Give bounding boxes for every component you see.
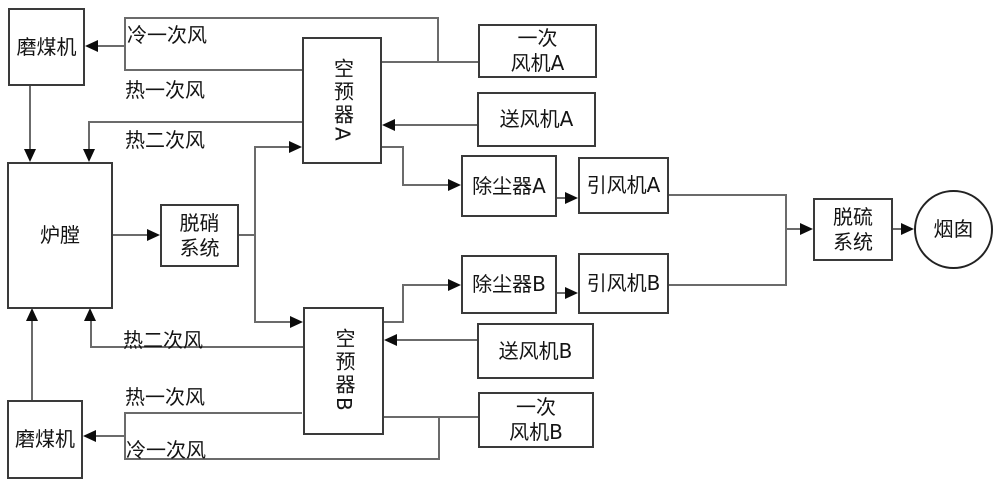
line-to-fgd bbox=[785, 228, 802, 230]
node-forced-draft-fan-a: 送风机A bbox=[477, 92, 596, 147]
node-primary-air-fan-b-label-line1: 一次 bbox=[516, 395, 556, 419]
line-cold-primary-b-drop bbox=[438, 416, 440, 460]
arrowhead-into-mill-top bbox=[85, 40, 98, 52]
line-paf-b-to-aph-b bbox=[383, 416, 478, 418]
arrowhead-into-esp-b bbox=[448, 279, 461, 291]
arrowhead-into-aph-a bbox=[289, 141, 302, 153]
arrowhead-into-fgd bbox=[800, 223, 813, 235]
node-primary-air-fan-a: 一次 风机A bbox=[478, 24, 597, 78]
line-collector bbox=[785, 194, 787, 286]
line-fgd-to-stack bbox=[891, 228, 903, 230]
arrowhead-into-aph-b bbox=[290, 316, 303, 328]
arrowhead-furnace-top-left bbox=[24, 149, 36, 162]
arrowhead-furnace-top-right bbox=[83, 149, 95, 162]
arrowhead-furnace-bottom-right bbox=[84, 308, 96, 321]
arrowhead-furnace-bottom-left bbox=[26, 308, 38, 321]
line-hot-secondary-a bbox=[88, 121, 302, 123]
node-induced-draft-fan-a: 引风机A bbox=[578, 157, 669, 214]
node-mill-top: 磨煤机 bbox=[8, 8, 85, 86]
arrowhead-into-stack bbox=[901, 223, 914, 235]
line-fdf-b-to-aph-b bbox=[395, 339, 477, 341]
line-fdf-a-to-aph-a bbox=[393, 124, 477, 126]
arrowhead-into-mill-bottom bbox=[83, 430, 96, 442]
flow-label-hot-primary-a: 热一次风 bbox=[125, 78, 205, 102]
flow-label-cold-primary-b: 冷一次风 bbox=[126, 438, 206, 462]
node-air-preheater-b: 空预器B bbox=[303, 307, 384, 435]
node-air-preheater-a-label: 空预器A bbox=[330, 57, 355, 144]
node-denox-label-line2: 系统 bbox=[179, 235, 220, 260]
line-cold-primary-b bbox=[124, 458, 440, 460]
node-stack-label: 烟囱 bbox=[933, 217, 974, 241]
node-denox: 脱硝 系统 bbox=[160, 204, 239, 267]
node-furnace-label: 炉膛 bbox=[40, 223, 80, 247]
line-hot-secondary-b-rise bbox=[90, 320, 92, 348]
node-desulfurization-label-line2: 系统 bbox=[833, 229, 873, 254]
line-esp-b-to-idf-b bbox=[556, 292, 567, 294]
line-branch-to-aph-a bbox=[254, 146, 291, 148]
node-mill-bottom-label: 磨煤机 bbox=[15, 427, 75, 451]
node-air-preheater-a: 空预器A bbox=[302, 37, 382, 164]
node-induced-draft-fan-b-label: 引风机B bbox=[586, 271, 661, 295]
line-aph-b-out-1 bbox=[384, 321, 404, 323]
flow-label-cold-primary-a: 冷一次风 bbox=[127, 23, 207, 47]
node-dust-collector-a: 除尘器A bbox=[461, 155, 557, 217]
line-hot-secondary-a-drop bbox=[88, 121, 90, 151]
line-primary-air-join-a bbox=[124, 17, 126, 71]
line-aph-b-out-3 bbox=[402, 284, 450, 286]
node-dust-collector-a-label: 除尘器A bbox=[472, 173, 546, 198]
line-mill-top-to-furnace bbox=[29, 85, 31, 151]
line-paf-a-to-aph-a bbox=[381, 61, 478, 63]
arrowhead-into-esp-a bbox=[448, 179, 461, 191]
node-induced-draft-fan-a-label: 引风机A bbox=[586, 173, 661, 197]
node-primary-air-fan-a-label-line2: 风机A bbox=[510, 51, 565, 75]
node-furnace: 炉膛 bbox=[7, 162, 113, 309]
line-aph-a-out-3 bbox=[402, 184, 450, 186]
arrowhead-into-idf-b bbox=[565, 287, 578, 299]
node-denox-label-line1: 脱硝 bbox=[179, 210, 220, 235]
node-mill-top-label: 磨煤机 bbox=[16, 34, 77, 59]
line-aph-b-out-2 bbox=[402, 284, 404, 323]
line-idf-a-out bbox=[668, 194, 787, 196]
line-denox-branch bbox=[254, 146, 256, 323]
line-mill-bottom-feed bbox=[94, 435, 124, 437]
node-dust-collector-b-label: 除尘器B bbox=[472, 272, 546, 296]
line-mill-bottom-to-furnace bbox=[31, 320, 33, 400]
line-primary-air-join-b bbox=[124, 412, 126, 460]
line-mill-top-feed bbox=[95, 45, 125, 47]
line-idf-b-out bbox=[668, 284, 787, 286]
arrowhead-fdf-b-into-aph-b bbox=[384, 334, 397, 346]
flow-label-hot-secondary-b: 热二次风 bbox=[123, 328, 203, 352]
line-denox-out bbox=[238, 234, 256, 236]
line-esp-a-to-idf-a bbox=[556, 197, 567, 199]
line-cold-primary-a-drop bbox=[437, 17, 439, 63]
flow-label-hot-primary-b: 热一次风 bbox=[125, 385, 205, 409]
arrowhead-into-idf-a bbox=[565, 192, 578, 204]
node-air-preheater-b-label: 空预器B bbox=[332, 328, 356, 414]
arrowhead-into-denox bbox=[147, 229, 160, 241]
flow-label-hot-secondary-a: 热二次风 bbox=[125, 128, 205, 152]
line-branch-to-aph-b bbox=[254, 321, 292, 323]
node-forced-draft-fan-b-label: 送风机B bbox=[498, 338, 573, 363]
node-forced-draft-fan-a-label: 送风机A bbox=[499, 107, 574, 131]
node-desulfurization-label-line1: 脱硫 bbox=[833, 204, 873, 229]
line-hot-secondary-b bbox=[90, 346, 303, 348]
line-aph-a-out-2 bbox=[402, 146, 404, 186]
line-hot-primary-b bbox=[124, 412, 302, 414]
node-primary-air-fan-a-label-line1: 一次 bbox=[517, 26, 558, 50]
line-hot-primary-a bbox=[124, 69, 302, 71]
node-primary-air-fan-b: 一次 风机B bbox=[478, 392, 594, 448]
node-stack: 烟囱 bbox=[914, 190, 993, 269]
node-mill-bottom: 磨煤机 bbox=[7, 400, 83, 479]
node-dust-collector-b: 除尘器B bbox=[461, 255, 557, 314]
node-forced-draft-fan-b: 送风机B bbox=[477, 323, 594, 379]
line-furnace-to-denox bbox=[112, 234, 149, 236]
node-induced-draft-fan-b: 引风机B bbox=[578, 253, 669, 314]
line-aph-a-out-1 bbox=[381, 146, 404, 148]
line-cold-primary-a bbox=[124, 17, 439, 19]
node-primary-air-fan-b-label-line2: 风机B bbox=[509, 420, 563, 444]
node-desulfurization: 脱硫 系统 bbox=[813, 198, 893, 261]
arrowhead-fdf-a-into-aph-a bbox=[382, 119, 395, 131]
